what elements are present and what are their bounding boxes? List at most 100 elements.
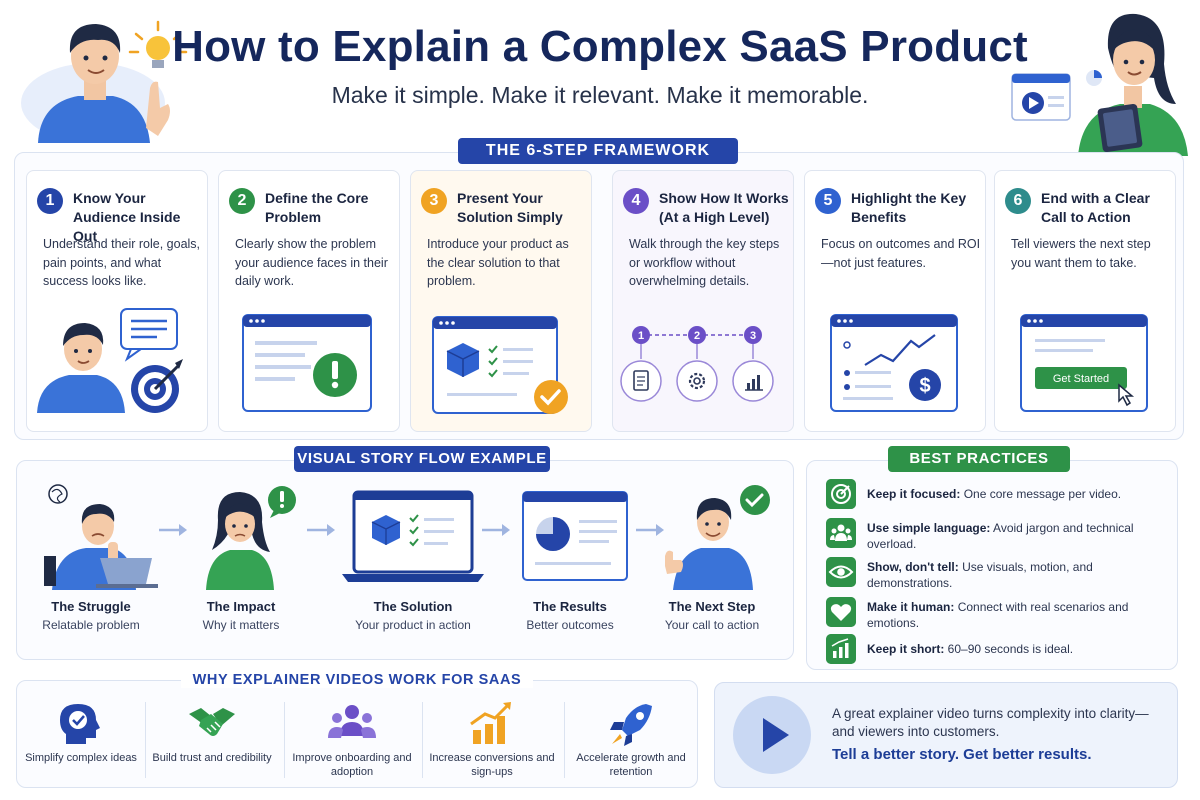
step-number: 1 xyxy=(37,188,63,214)
story-label: The Solution xyxy=(373,599,453,614)
step-title: Know Your Audience Inside Out xyxy=(73,190,181,244)
divider xyxy=(284,702,285,778)
why-label: Build trust and credibility xyxy=(152,752,272,764)
gear-icon xyxy=(688,372,706,390)
why-label: Simplify complex ideas xyxy=(25,752,137,764)
get-started-label: Get Started xyxy=(1053,373,1109,385)
woman-with-tablet-illustration xyxy=(1011,13,1188,156)
story-sublabel: Your product in action xyxy=(355,618,471,632)
play-button[interactable] xyxy=(731,694,813,776)
cta-tagline: Tell a better story. Get better results. xyxy=(832,746,1092,763)
step-title: Present Your Solution Simply xyxy=(457,190,563,225)
story-sublabel: Your call to action xyxy=(664,618,760,632)
step-number: 4 xyxy=(623,188,649,214)
best-practice-title: Use simple language: xyxy=(867,521,991,535)
divider xyxy=(145,702,146,778)
divider xyxy=(564,702,565,778)
step-number: 2 xyxy=(229,188,255,214)
users-icon xyxy=(328,705,376,738)
target-icon xyxy=(826,479,856,509)
best-practices-panel xyxy=(806,460,1178,670)
checkmark-icon xyxy=(534,380,568,414)
cta-message: A great explainer video turns complexity… xyxy=(832,706,1149,739)
story-item-struggle: The Struggle Relatable problem xyxy=(16,480,166,645)
step-number: 3 xyxy=(421,188,447,214)
story-item-solution: The Solution Your product in action xyxy=(338,480,488,645)
audience-target-illustration xyxy=(37,308,183,413)
call-to-action-illustration: Get Started xyxy=(1020,314,1148,412)
best-practice-item: Show, don't tell: Use visuals, motion, a… xyxy=(826,557,1166,591)
rocket-icon xyxy=(610,704,652,746)
best-practice-text: One core message per video. xyxy=(960,487,1122,501)
story-label: The Next Step xyxy=(668,599,756,614)
arrow-right-icon xyxy=(307,524,335,536)
people-icon xyxy=(826,518,856,548)
step-description: Understand their role, goals, pain point… xyxy=(43,237,201,288)
step-card-4: 4 Show How It Works (At a High Level) Wa… xyxy=(612,170,794,432)
arrow-right-icon xyxy=(636,524,664,536)
why-item: Build trust and credibility xyxy=(147,700,277,784)
story-sublabel: Relatable problem xyxy=(42,618,140,632)
why-item: Improve onboarding and adoption xyxy=(287,700,417,784)
story-item-results: The Results Better outcomes xyxy=(495,480,645,645)
laptop-solution-illustration xyxy=(342,490,484,582)
dollar-icon: $ xyxy=(909,369,941,401)
target-icon xyxy=(131,359,183,413)
best-practice-title: Make it human: xyxy=(867,600,955,614)
best-practice-item: Make it human: Connect with real scenari… xyxy=(826,597,1166,631)
best-practice-title: Keep it focused: xyxy=(867,487,961,501)
lightbulb-icon xyxy=(128,20,188,68)
workflow-step-1: 1 xyxy=(638,330,644,342)
step-number: 5 xyxy=(815,188,841,214)
best-practice-title: Keep it short: xyxy=(867,642,945,656)
head-check-icon xyxy=(60,704,100,744)
step-title: Highlight the Key Benefits xyxy=(851,190,967,225)
exclamation-icon xyxy=(268,486,296,518)
why-label: Accelerate growth and retention xyxy=(576,752,686,778)
why-videos-heading: WHY EXPLAINER VIDEOS WORK FOR SAAS xyxy=(180,672,534,688)
problem-window-illustration xyxy=(242,314,372,412)
step-description: Introduce your product as the clear solu… xyxy=(427,237,569,288)
thumbs-up-man-illustration xyxy=(665,485,770,590)
workflow-illustration: 1 2 3 xyxy=(620,326,774,402)
step-card-2: 2 Define the Core Problem Clearly show t… xyxy=(218,170,400,432)
story-label: The Impact xyxy=(206,599,276,614)
step-card-6: 6 End with a Clear Call to Action Tell v… xyxy=(994,170,1176,432)
why-item: Increase conversions and sign-ups xyxy=(427,700,557,784)
arrow-right-icon xyxy=(159,524,187,536)
growth-chart-icon xyxy=(470,702,511,744)
step-card-5: 5 Highlight the Key Benefits Focus on ou… xyxy=(804,170,986,432)
step-number: 6 xyxy=(1005,188,1031,214)
solution-window-illustration xyxy=(432,316,568,414)
why-label: Increase conversions and sign-ups xyxy=(429,752,555,778)
best-practice-text: 60–90 seconds is ideal. xyxy=(944,642,1074,656)
best-practice-text: Use visuals, motion, and demonstrations. xyxy=(867,560,1093,590)
page-subtitle: Make it simple. Make it relevant. Make i… xyxy=(331,82,869,108)
workflow-step-3: 3 xyxy=(750,330,756,342)
document-icon xyxy=(633,370,649,391)
story-item-impact: The Impact Why it matters xyxy=(166,480,316,645)
get-started-button[interactable]: Get Started xyxy=(1035,367,1127,389)
step-title: Define the Core Problem xyxy=(265,190,369,225)
best-practice-text: Connect with real scenarios and emotions… xyxy=(867,600,1129,630)
svg-text:$: $ xyxy=(919,375,930,397)
story-item-next-step: The Next Step Your call to action xyxy=(637,480,787,645)
pie-chart-icon xyxy=(536,517,570,551)
story-label: The Results xyxy=(533,599,607,614)
chart-icon xyxy=(826,634,856,664)
divider xyxy=(422,702,423,778)
best-practice-text: Avoid jargon and technical overload. xyxy=(867,521,1134,551)
step-description: Clearly show the problem your audience f… xyxy=(235,237,388,288)
heart-icon xyxy=(826,597,856,627)
checkmark-icon xyxy=(740,485,770,515)
alert-icon xyxy=(313,353,357,397)
best-practice-item: Keep it short: 60–90 seconds is ideal. xyxy=(826,634,1166,668)
workflow-step-2: 2 xyxy=(694,330,700,342)
framework-heading: THE 6-STEP FRAMEWORK xyxy=(458,138,738,164)
results-window-illustration xyxy=(522,491,628,581)
play-icon xyxy=(763,718,789,752)
story-label: The Struggle xyxy=(51,599,131,614)
eye-icon xyxy=(826,557,856,587)
story-sublabel: Why it matters xyxy=(202,618,280,632)
cursor-icon xyxy=(1118,383,1135,407)
